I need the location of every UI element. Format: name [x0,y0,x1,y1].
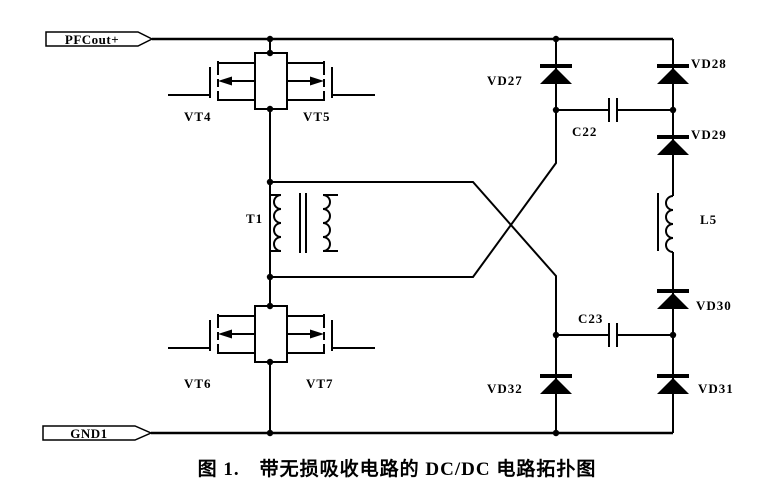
vd32-cathode-bar [540,374,572,378]
transformer-t1: T1 [246,193,338,253]
port-tag-gnd1: GND1 [42,425,153,441]
diode-vd32: VD32 [487,374,572,396]
vt6-label: VT6 [184,376,212,391]
vd31-label: VD31 [698,381,734,396]
vt4-label: VT4 [184,109,212,124]
vd31-cathode-bar [657,374,689,378]
vt6-leads [218,315,255,354]
vt7-body-arrow [310,329,324,339]
vd30-triangle [657,293,689,309]
vt5-leads [288,62,324,101]
l5-coil [665,195,674,253]
t1-core [299,193,307,253]
vd27-triangle [540,68,572,84]
vd32-triangle [540,378,572,394]
vd29-cathode-bar [657,135,689,139]
vt4-body-arrow [218,76,232,86]
vd29-triangle [657,139,689,155]
diode-vd31: VD31 [657,374,734,396]
junction-dots [266,35,677,437]
vd28-triangle [657,68,689,84]
diode-vd30: VD30 [657,289,732,313]
gnd1-tag-shape [42,425,153,441]
bridge-bottom-busbar [254,305,288,363]
vt5-body-arrow [310,76,324,86]
c22-plates [608,98,618,122]
wires [151,37,674,435]
vd27-cathode-bar [540,64,572,68]
t1-label: T1 [246,211,263,226]
vd30-label: VD30 [696,298,732,313]
lower-cross-wire [270,181,557,433]
vd29-label: VD29 [691,127,727,142]
capacitor-c23: C23 [578,311,618,347]
vd31-triangle [657,378,689,394]
t1-secondary-coil [322,194,331,252]
mosfet-vt5 [288,61,375,101]
vd28-cathode-bar [657,64,689,68]
vt7-leads [288,315,324,354]
vt4-leads [218,62,255,101]
vd30-cathode-bar [657,289,689,293]
diode-vd29: VD29 [657,127,727,155]
t1-primary-coil [273,194,282,252]
mosfet-bridge-bottom: VT6 VT7 [168,305,375,391]
bridge-top-busbar [254,52,288,110]
vd32-label: VD32 [487,381,523,396]
pfcout-tag-label: PFCout+ [65,32,119,47]
mosfet-vt7 [288,314,375,354]
vd28-label: VD28 [691,56,727,71]
c23-plates [608,323,618,347]
mosfet-bridge-top: VT4 VT5 [168,52,375,124]
diode-vd28: VD28 [657,56,727,84]
vt5-label: VT5 [303,109,331,124]
c23-label: C23 [578,311,603,326]
diode-vd27: VD27 [487,64,572,88]
mosfet-vt6 [168,314,255,354]
vt7-label: VT7 [306,376,334,391]
capacitor-c22: C22 [572,98,618,139]
inductor-l5: L5 [657,193,717,253]
gnd1-tag-label: GND1 [70,426,107,441]
l5-label: L5 [700,212,717,227]
pfcout-tag-shape [45,31,154,47]
port-tag-pfcout: PFCout+ [45,31,154,47]
mosfet-vt4 [168,61,255,101]
figure-caption: 图 1. 带无损吸收电路的 DC/DC 电路拓扑图 [198,457,597,480]
vt6-body-arrow [218,329,232,339]
upper-cross-wire [270,39,557,278]
c22-label: C22 [572,124,597,139]
vd27-label: VD27 [487,73,523,88]
